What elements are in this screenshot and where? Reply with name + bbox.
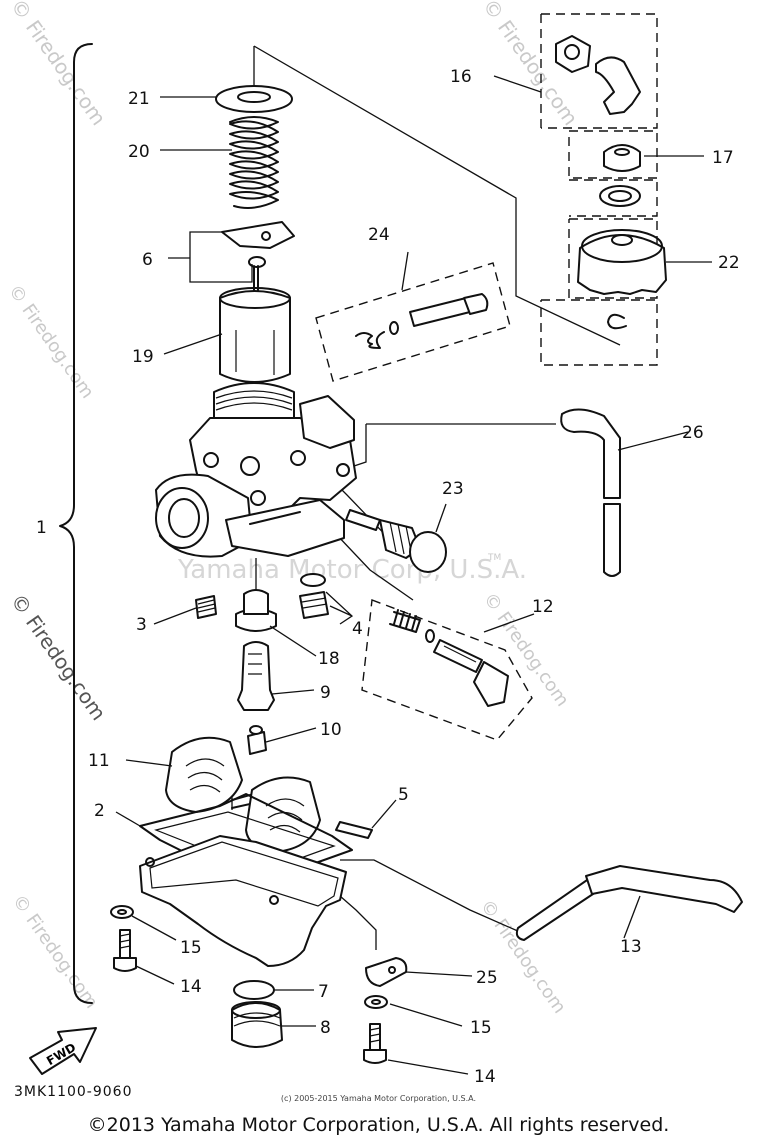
callout-22: 22: [718, 253, 740, 273]
callout-18: 18: [318, 649, 340, 669]
callout-16: 16: [450, 67, 472, 87]
callout-13: 13: [620, 937, 642, 957]
part-16-elbow-fitting: [555, 35, 641, 115]
part-8-drain-plug: [231, 1001, 283, 1048]
part-clip: [607, 313, 627, 330]
part-11-float-left: [165, 736, 243, 813]
carburetor-body: [155, 382, 357, 558]
group-boxes: [315, 13, 658, 741]
callout-10: 10: [320, 720, 342, 740]
callouts: 21 20 6 19 1 24 16 17 22 26 23 12 3 4 18…: [36, 67, 740, 1087]
callout-14-right: 14: [474, 1067, 496, 1087]
part-15-washer-right: [364, 995, 388, 1009]
copyright-footer: ©2013 Yamaha Motor Corporation, U.S.A. A…: [87, 1114, 670, 1136]
callout-14-left: 14: [180, 977, 202, 997]
callout-4: 4: [352, 619, 363, 639]
watermark-side-dark: © Firedog.com: [6, 589, 111, 725]
callout-8: 8: [320, 1018, 331, 1038]
callout-15-right: 15: [470, 1018, 492, 1038]
callout-9: 9: [320, 683, 331, 703]
part-23-pilot-screw: [345, 509, 381, 531]
part-5-float-pin: [335, 821, 373, 839]
part-14-screw-left: [113, 929, 137, 972]
part-15-washer-left: [110, 905, 134, 919]
part-25-bracket: [365, 957, 408, 987]
watermark-center: Yamaha Motor Corp, U.S.A.: [177, 555, 527, 585]
small-copyright: (c) 2005-2015 Yamaha Motor Corporation, …: [280, 1094, 477, 1103]
part-3-plug: [195, 595, 217, 619]
callout-6: 6: [142, 250, 153, 270]
part-9-needle-jet: [237, 641, 275, 711]
callout-20: 20: [128, 142, 150, 162]
callout-7: 7: [318, 982, 329, 1002]
part-17-cap: [603, 144, 641, 172]
callout-26: 26: [682, 423, 704, 443]
callout-12: 12: [532, 597, 554, 617]
part-11-float-right: [245, 776, 321, 853]
callout-24: 24: [368, 225, 390, 245]
part-24-screw-set: [355, 293, 489, 349]
part-14-screw-right: [363, 1023, 387, 1064]
part-22-mixing-chamber-cap: [577, 229, 667, 295]
part-4-washer: [300, 573, 326, 587]
part-26-vent-tube: [560, 408, 621, 499]
callout-23: 23: [442, 479, 464, 499]
part-20-spring: [229, 116, 279, 209]
watermark-side: © Firedog.com: [8, 891, 102, 1013]
part-float-bowl: [139, 835, 347, 967]
fwd-arrow: FWD: [29, 1027, 97, 1075]
callout-21: 21: [128, 89, 150, 109]
assembly-bracket: [59, 43, 93, 1004]
watermark-tm: TM: [487, 553, 501, 563]
part-19-throttle-valve: [219, 290, 291, 383]
part-17-washer: [599, 185, 641, 207]
watermark-side: © Firedog.com: [4, 281, 98, 403]
callout-17: 17: [712, 148, 734, 168]
part-7-o-ring: [233, 980, 275, 1000]
leader-lines: [115, 75, 712, 1075]
part-12-throttle-stop-screw: [389, 609, 509, 707]
diagram-code: 3MK1100-9060: [14, 1084, 133, 1100]
callout-11: 11: [88, 751, 110, 771]
callout-19: 19: [132, 347, 154, 367]
callout-2: 2: [94, 801, 105, 821]
callout-3: 3: [136, 615, 147, 635]
callout-15-left: 15: [180, 938, 202, 958]
part-10-main-jet: [247, 731, 267, 755]
part-6-plate: [221, 221, 295, 249]
callout-1: 1: [36, 518, 47, 538]
callout-5: 5: [398, 785, 409, 805]
part-13-overflow-tube: [515, 877, 597, 941]
callout-25: 25: [476, 968, 498, 988]
parts: [110, 35, 743, 1064]
connector-lines: [231, 45, 621, 950]
watermark-side: © Firedog.com: [6, 0, 111, 130]
